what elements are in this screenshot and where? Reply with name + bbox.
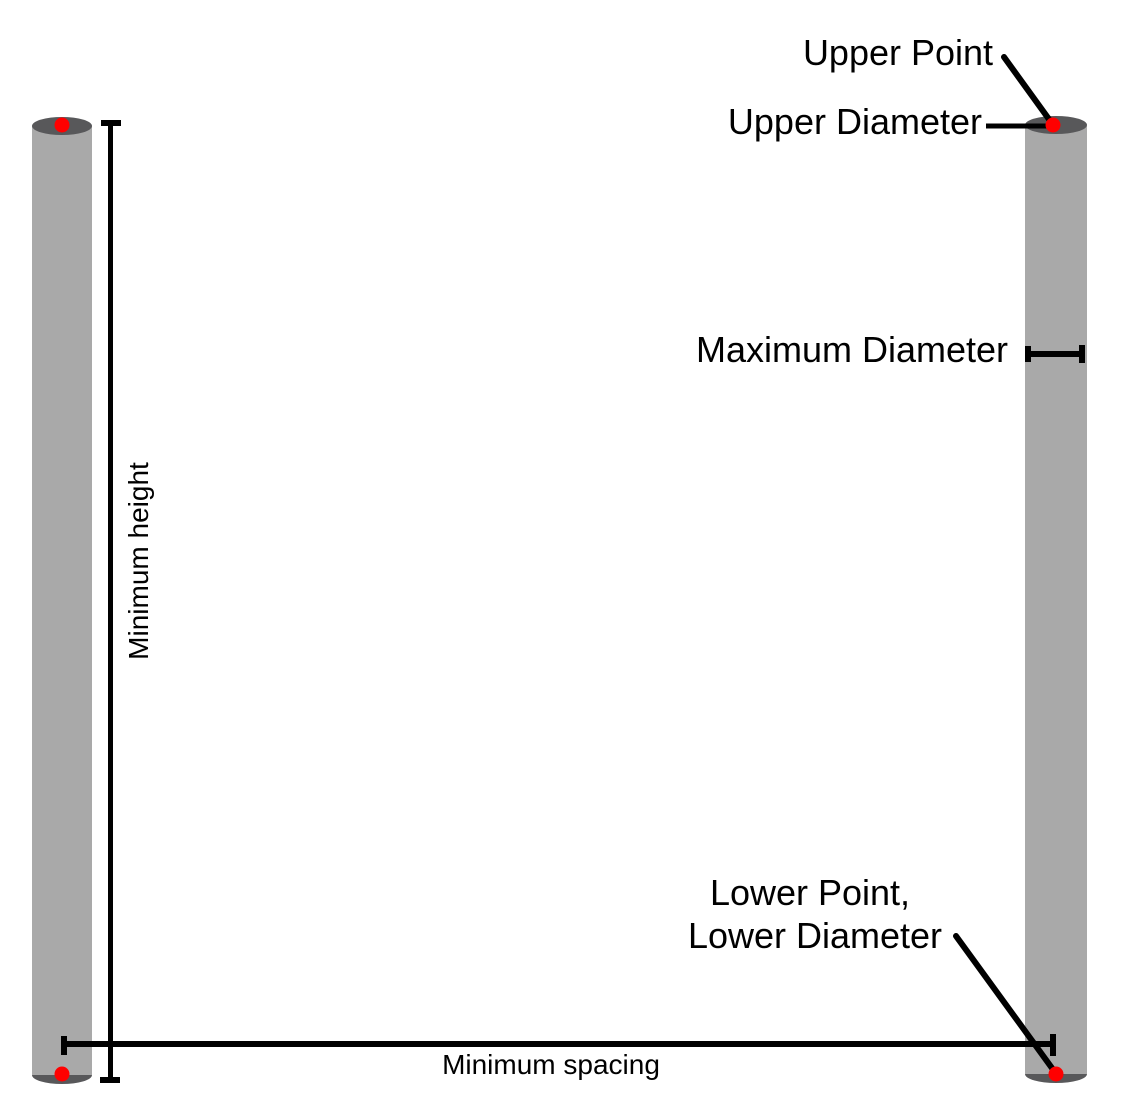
- minimum-height-dimension: [100, 120, 121, 1083]
- right-trunk-upper-point-marker: [1045, 117, 1061, 133]
- left-trunk-upper-point-marker: [54, 117, 70, 133]
- minimum-spacing-dimension: [61, 1034, 1056, 1056]
- maximum-diameter-dimension: [1025, 345, 1085, 363]
- right-trunk: [1025, 116, 1087, 1083]
- left-trunk-lower-point-marker: [54, 1066, 70, 1082]
- left-trunk-body: [32, 126, 92, 1075]
- minimum-spacing-label: Minimum spacing: [442, 1049, 660, 1080]
- upper-point-leader-line: [1001, 54, 1054, 125]
- minimum-height-label: Minimum height: [123, 462, 154, 660]
- upper-point-label: Upper Point: [803, 32, 993, 73]
- left-trunk: [32, 117, 92, 1084]
- right-trunk-body: [1025, 125, 1087, 1074]
- lower-diameter-label: Lower Diameter: [688, 915, 942, 956]
- lower-point-leader-line: [953, 933, 1060, 1078]
- right-trunk-lower-point-marker: [1048, 1066, 1064, 1082]
- lower-point-label: Lower Point,: [710, 872, 910, 913]
- upper-diameter-label: Upper Diameter: [728, 101, 982, 142]
- maximum-diameter-label: Maximum Diameter: [696, 329, 1008, 370]
